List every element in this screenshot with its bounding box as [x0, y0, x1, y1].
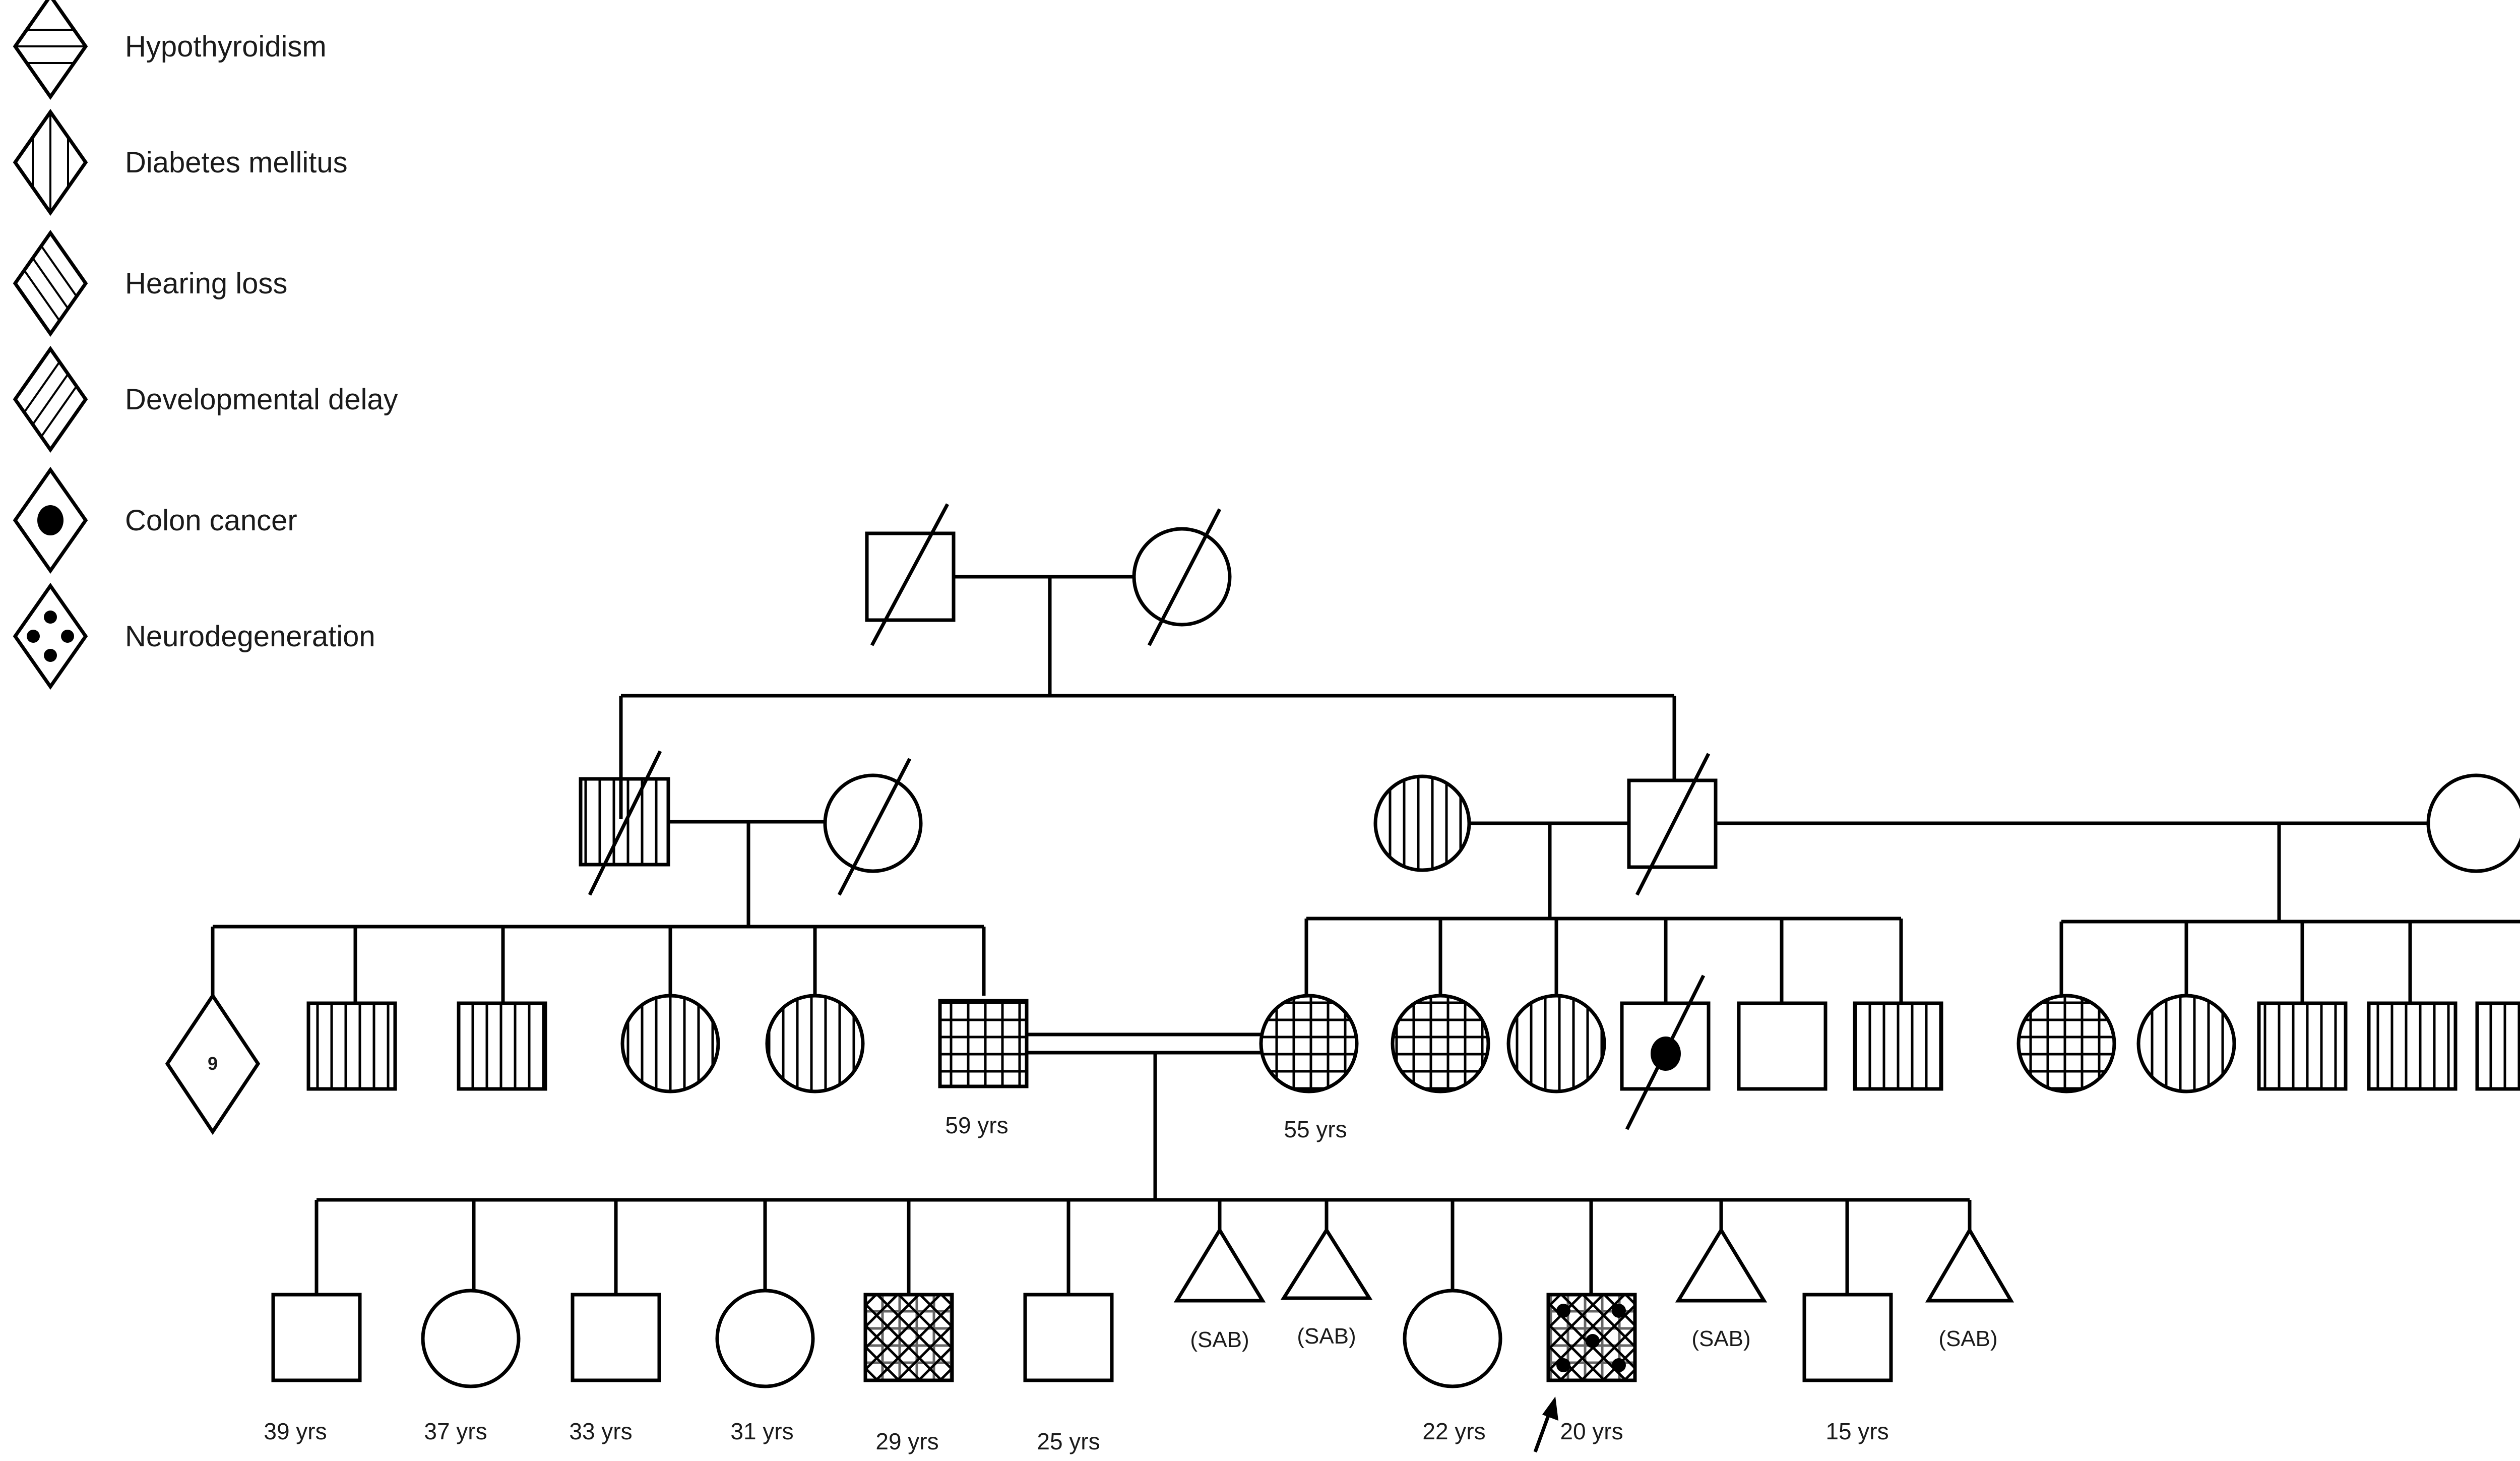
grandfather-deceased: [865, 503, 956, 646]
diamond-diagonal-lines-icon: [13, 345, 88, 453]
legend-item-hearing-loss: Hearing loss: [13, 229, 287, 337]
maternal-grandmother-diabetes: [1373, 774, 1471, 872]
aunt-grid: [1391, 994, 1490, 1093]
proband-arrow-icon: [1533, 1396, 1558, 1453]
generation-2: [579, 750, 2520, 927]
legend-label: Developmental delay: [125, 383, 398, 416]
child-female: [1403, 1289, 1502, 1388]
child-female: [715, 1289, 815, 1388]
sab-label: (SAB): [1190, 1327, 1249, 1352]
legend-label: Diabetes mellitus: [125, 146, 348, 179]
cousin-male-diabetes: [457, 1001, 547, 1091]
spontaneous-abortion: (SAB): [1173, 1227, 1266, 1352]
legend-label: Hypothyroidism: [125, 30, 327, 63]
diamond-diagonal-lines-icon: [13, 229, 88, 337]
sibship-diamond-nine: 9: [165, 992, 261, 1135]
maternal-grandfather-deceased: [1627, 753, 1718, 896]
half-aunt-diabetes: [2136, 994, 2236, 1093]
father-grid-hypothyroid-diabetes: [938, 999, 1029, 1088]
child-age: 31 yrs: [730, 1418, 793, 1444]
cousin-male-diabetes: [306, 1001, 397, 1091]
uncle-diabetes: [1853, 1001, 1943, 1091]
legend-label: Hearing loss: [125, 267, 287, 300]
diamond-solid-dot-icon: [13, 466, 88, 574]
uncle-deceased-diabetes: [579, 750, 670, 896]
spontaneous-abortion: (SAB): [1280, 1227, 1373, 1349]
child-age: 22 yrs: [1422, 1418, 1485, 1444]
diamond-dots-icon: [13, 582, 88, 690]
half-uncle-diabetes: [2475, 1001, 2520, 1091]
cousin-female-diabetes: [765, 994, 865, 1093]
child-female: [421, 1289, 521, 1388]
half-aunt-grid: [2017, 994, 2116, 1093]
generation-3: 9 59 yrs 55 yrs: [165, 975, 2520, 1200]
child-age: 15 yrs: [1825, 1418, 1888, 1444]
diamond-vertical-lines-icon: [13, 108, 88, 216]
grandmother-deceased: [1132, 508, 1232, 646]
legend-label: Colon cancer: [125, 504, 297, 537]
cousin-female-diabetes: [620, 994, 720, 1093]
mother-grid-hypothyroid-diabetes: [1259, 994, 1359, 1093]
legend-item-neurodegeneration: Neurodegeneration: [13, 582, 375, 690]
aunt-deceased: [823, 758, 923, 896]
child-age: 25 yrs: [1037, 1428, 1100, 1454]
father-age: 59 yrs: [945, 1112, 1008, 1138]
child-male: [271, 1293, 362, 1382]
child-age: 39 yrs: [264, 1418, 327, 1444]
child-age: 29 yrs: [875, 1428, 938, 1454]
sab-label: (SAB): [1938, 1326, 1997, 1351]
legend-item-developmental-delay: Developmental delay: [13, 345, 398, 453]
uncle-unaffected: [1737, 1001, 1828, 1091]
mother-age: 55 yrs: [1284, 1116, 1347, 1142]
legend-label: Neurodegeneration: [125, 620, 375, 653]
legend-item-colon-cancer: Colon cancer: [13, 466, 297, 574]
legend-item-diabetes: Diabetes mellitus: [13, 108, 348, 216]
child-male-hearing-devdelay: [863, 1293, 954, 1382]
child-male: [1802, 1293, 1893, 1382]
sab-label: (SAB): [1691, 1326, 1750, 1351]
proband-age: 20 yrs: [1560, 1418, 1623, 1444]
half-uncle-diabetes: [2257, 1001, 2348, 1091]
half-uncle-diabetes: [2367, 1001, 2458, 1091]
diamond-horizontal-lines-icon: [13, 0, 88, 100]
legend: Hypothyroidism Diabetes mellitus Hearing…: [13, 0, 398, 690]
proband-affected: [1546, 1293, 1637, 1382]
aunt-diabetes: [1506, 994, 1606, 1093]
spontaneous-abortion: (SAB): [1675, 1227, 1768, 1351]
legend-item-hypothyroidism: Hypothyroidism: [13, 0, 327, 100]
uncle-deceased-colon-cancer: [1620, 975, 1711, 1130]
child-age: 33 yrs: [569, 1418, 632, 1444]
child-age: 37 yrs: [424, 1418, 487, 1444]
sab-label: (SAB): [1297, 1324, 1356, 1349]
child-male: [1023, 1293, 1114, 1382]
child-male: [571, 1293, 661, 1382]
sibship-count: 9: [208, 1053, 218, 1074]
spontaneous-abortion: (SAB): [1925, 1227, 2014, 1351]
grandfather-second-partner: [2426, 773, 2520, 873]
generation-1: [865, 503, 1232, 696]
generation-4: 39 yrs 37 yrs 33 yrs 31 yrs 29 yrs 25 yr…: [264, 1227, 2014, 1454]
